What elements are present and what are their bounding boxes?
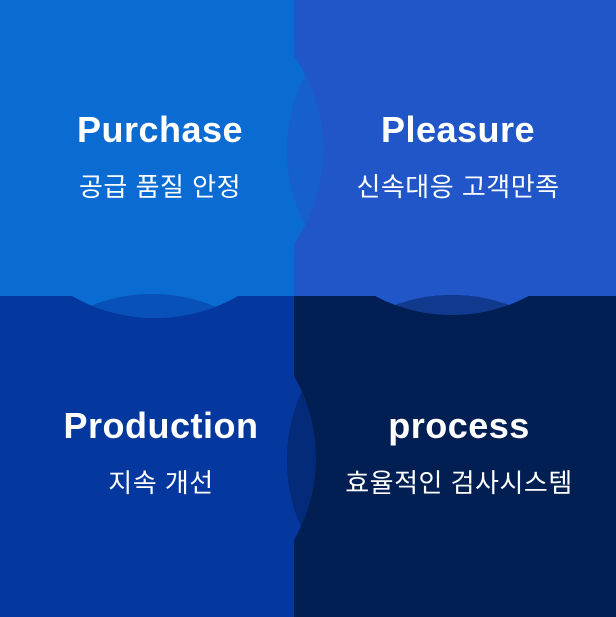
quadrant-process-circle	[287, 295, 616, 617]
quadrant-purchase-circle	[0, 0, 323, 318]
quadrant-pleasure-circle	[287, 0, 616, 315]
quadrant-production-circle	[0, 294, 316, 617]
